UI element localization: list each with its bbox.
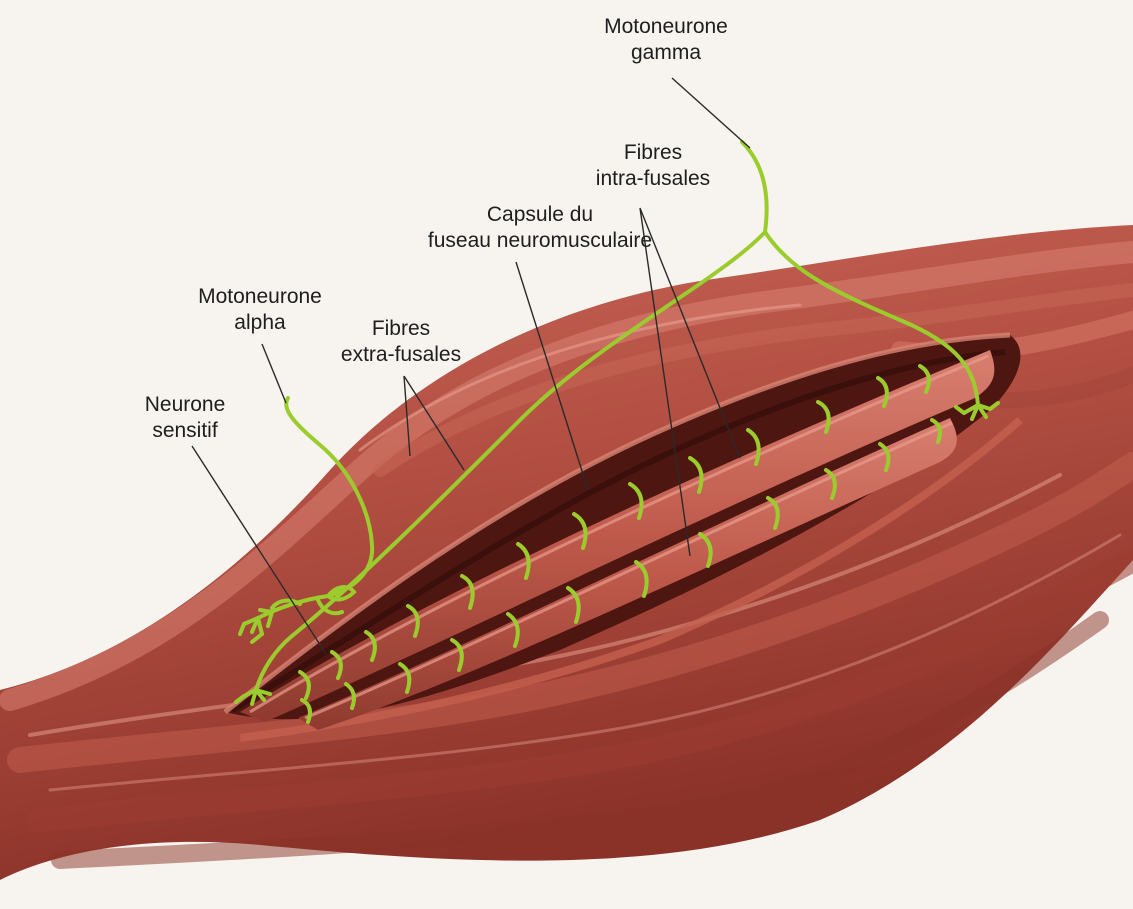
- label-capsule-line2: fuseau neuromusculaire: [420, 228, 660, 254]
- label-fibres-intra-fusales: Fibres intra-fusales: [578, 140, 728, 192]
- label-capsule-line1: Capsule du: [420, 202, 660, 228]
- label-motoneurone-gamma-line1: Motoneurone: [586, 14, 746, 40]
- label-fibres-intra-fusales-line1: Fibres: [578, 140, 728, 166]
- label-motoneurone-alpha: Motoneurone alpha: [180, 284, 340, 336]
- label-fibres-extra-fusales: Fibres extra-fusales: [326, 316, 476, 368]
- label-fibres-extra-fusales-line1: Fibres: [326, 316, 476, 342]
- label-motoneurone-gamma-line2: gamma: [586, 40, 746, 66]
- label-motoneurone-alpha-line1: Motoneurone: [180, 284, 340, 310]
- label-motoneurone-alpha-line2: alpha: [180, 310, 340, 336]
- label-motoneurone-gamma: Motoneurone gamma: [586, 14, 746, 66]
- label-neurone-sensitif-line1: Neurone: [120, 392, 250, 418]
- label-neurone-sensitif: Neurone sensitif: [120, 392, 250, 444]
- label-capsule-fuseau: Capsule du fuseau neuromusculaire: [420, 202, 660, 254]
- label-neurone-sensitif-line2: sensitif: [120, 418, 250, 444]
- label-fibres-intra-fusales-line2: intra-fusales: [578, 166, 728, 192]
- label-fibres-extra-fusales-line2: extra-fusales: [326, 342, 476, 368]
